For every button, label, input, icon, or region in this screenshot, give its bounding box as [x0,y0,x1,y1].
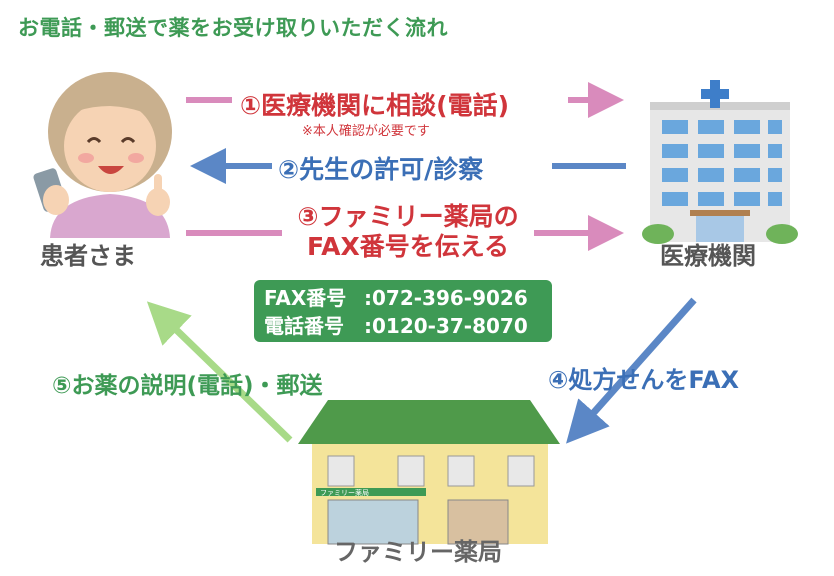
step5-text: ⑤お薬の説明(電話)・郵送 [52,373,323,399]
tel-value: :0120-37-8070 [364,314,528,338]
step4-text: ④処方せんをFAX [548,366,740,394]
arrow-step5 [146,301,293,443]
pharmacy-windows [327,455,535,487]
step3-line1: ③ファミリー薬局の [297,202,519,231]
patient-illustration [33,72,172,238]
hospital-windows [662,120,782,206]
step3-text: ③ファミリー薬局の FAX番号を伝える [286,202,530,262]
patient-label: 患者さま [40,242,136,270]
pharmacy-sign: ファミリー薬局 [320,488,369,497]
step3-line2: FAX番号を伝える [306,232,510,261]
contact-box: FAX番号 :072-396-9026 電話番号 :0120-37-8070 [254,280,552,342]
step1-text: ①医療機関に相談(電話) [240,91,510,120]
arrow-step4 [566,297,697,444]
pharmacy-label: ファミリー薬局 [334,538,502,566]
page-title: お電話・郵送で薬をお受け取りいただく流れ [18,16,448,40]
fax-label: FAX番号 [264,286,347,310]
fax-value: :072-396-9026 [364,286,528,310]
pharmacy-illustration: ファミリー薬局 [298,400,560,545]
step1-note: ※本人確認が必要です [302,124,430,139]
hospital-illustration [642,80,798,244]
tel-row: 電話番号 :0120-37-8070 [264,312,552,340]
hospital-label: 医療機関 [660,242,756,270]
step2-text: ②先生の許可/診察 [278,155,484,184]
fax-row: FAX番号 :072-396-9026 [264,284,552,312]
tel-label: 電話番号 [264,314,344,338]
